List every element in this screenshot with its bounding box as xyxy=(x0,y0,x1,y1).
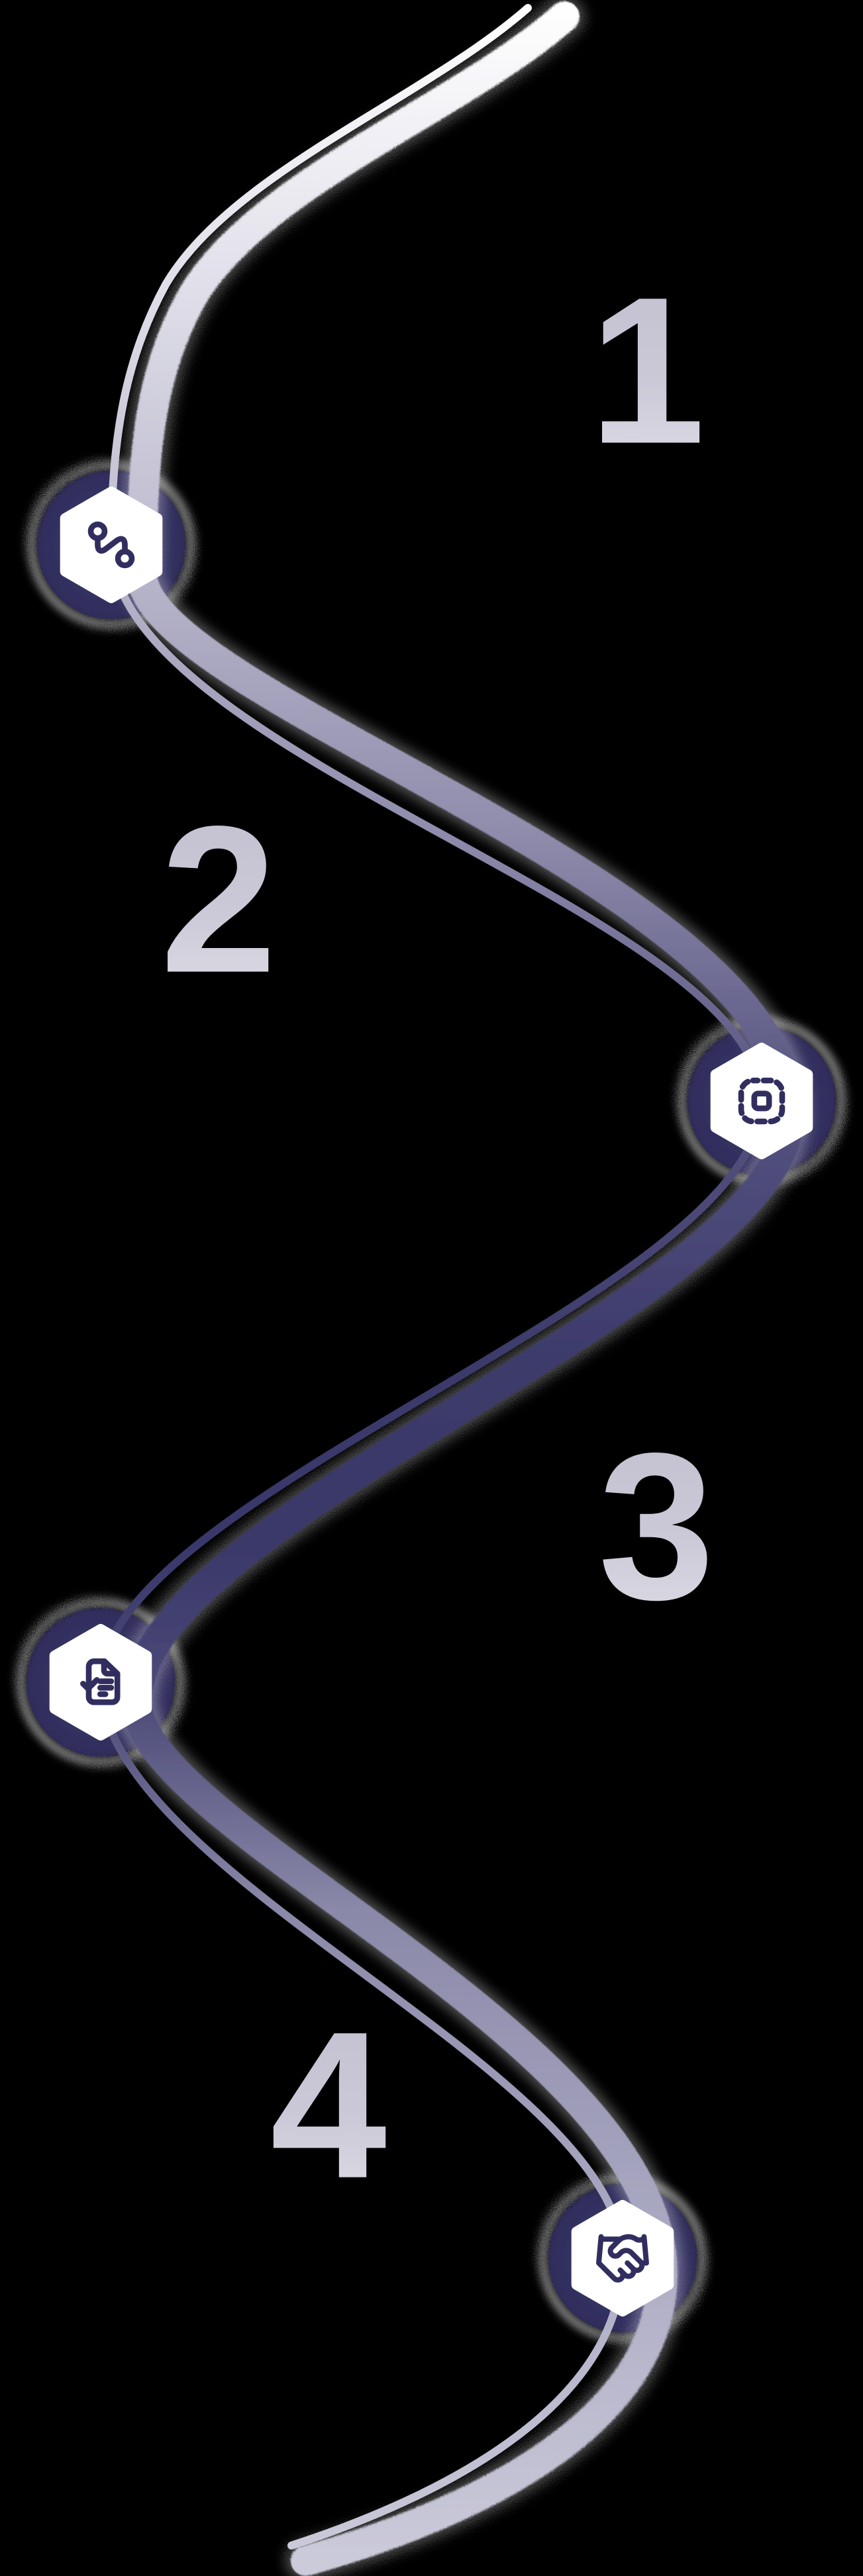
step-node-4 xyxy=(571,2200,674,2316)
node-hexagon xyxy=(710,1043,813,1159)
node-hexagons-layer xyxy=(49,487,813,2316)
route-icon xyxy=(87,521,135,569)
step-node-2 xyxy=(710,1043,813,1159)
node-glow xyxy=(17,1598,185,1766)
node-circles-layer xyxy=(17,461,846,2342)
step-number-3: 3 xyxy=(598,1409,715,1643)
step-number-4: 4 xyxy=(270,1987,387,2222)
node-hexagon xyxy=(571,2200,674,2316)
document-check-icon xyxy=(80,1658,121,1705)
step-node-1 xyxy=(60,487,163,603)
handshake-icon xyxy=(596,2234,649,2283)
step-node-3 xyxy=(49,1624,152,1741)
frame-select-icon xyxy=(738,1077,786,1125)
step-number-1: 1 xyxy=(589,253,705,487)
thin-curve xyxy=(96,4,766,2550)
step-number-2: 2 xyxy=(160,782,277,1016)
